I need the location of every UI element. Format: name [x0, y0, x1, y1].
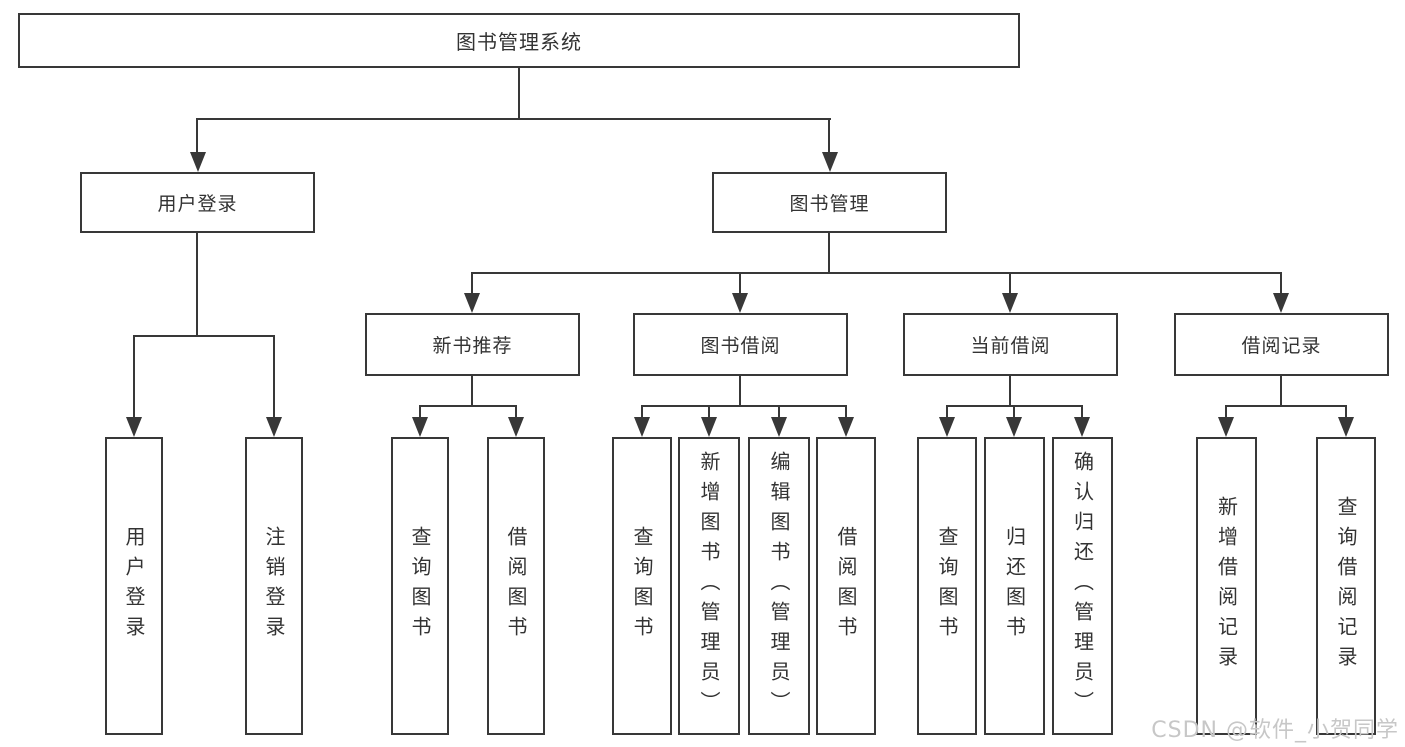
connector-line — [419, 405, 421, 421]
connector-line — [273, 335, 275, 421]
connector-line — [739, 272, 741, 297]
node-new-book-recommendation: 新书推荐 — [365, 313, 580, 376]
connector-line — [845, 405, 847, 421]
arrow-down-icon — [1006, 417, 1022, 437]
connector-line — [641, 405, 643, 421]
arrow-down-icon — [1074, 417, 1090, 437]
arrow-down-icon — [1273, 293, 1289, 313]
arrow-down-icon — [1338, 417, 1354, 437]
arrow-down-icon — [266, 417, 282, 437]
leaf-add-book-admin: 新增图书（管理员） — [678, 437, 740, 735]
arrow-down-icon — [412, 417, 428, 437]
leaf-label: 查询借阅记录 — [1334, 496, 1358, 676]
connector-line — [1280, 272, 1282, 297]
connector-line — [471, 272, 473, 297]
leaf-add-borrow-record: 新增借阅记录 — [1196, 437, 1257, 735]
leaf-label: 归还图书 — [1002, 526, 1027, 646]
leaf-label: 查询图书 — [935, 526, 959, 646]
leaf-return-books: 归还图书 — [984, 437, 1045, 735]
connector-line — [1009, 376, 1011, 407]
arrow-down-icon — [1218, 417, 1234, 437]
csdn-watermark: CSDN @软件_小贺同学 — [1151, 718, 1399, 743]
node-current-borrowing: 当前借阅 — [903, 313, 1118, 376]
leaf-query-books-1: 查询图书 — [391, 437, 449, 735]
connector-line — [518, 68, 520, 119]
leaf-label: 新增借阅记录 — [1214, 496, 1239, 676]
leaf-confirm-return-admin: 确认归还（管理员） — [1052, 437, 1113, 735]
leaf-query-books-3: 查询图书 — [917, 437, 977, 735]
leaf-label: 借阅图书 — [834, 526, 858, 646]
arrow-down-icon — [939, 417, 955, 437]
node-user-login: 用户登录 — [80, 172, 315, 233]
node-label: 新书推荐 — [432, 335, 513, 357]
connector-line — [196, 118, 831, 120]
arrow-down-icon — [732, 293, 748, 313]
leaf-query-books-2: 查询图书 — [612, 437, 672, 735]
connector-line — [708, 405, 710, 421]
connector-line — [828, 233, 830, 272]
arrow-down-icon — [838, 417, 854, 437]
connector-line — [471, 272, 1282, 274]
connector-line — [196, 118, 198, 156]
node-label: 图书借阅 — [700, 335, 781, 357]
arrow-down-icon — [464, 293, 480, 313]
node-label: 图书管理系统 — [456, 30, 582, 54]
node-label: 图书管理 — [789, 193, 870, 215]
leaf-label: 编辑图书（管理员） — [767, 451, 791, 721]
connector-line — [641, 405, 847, 407]
arrow-down-icon — [190, 152, 206, 172]
leaf-logout: 注销登录 — [245, 437, 303, 735]
leaf-label: 查询图书 — [408, 526, 432, 646]
node-label: 用户登录 — [157, 193, 238, 215]
arrow-down-icon — [508, 417, 524, 437]
leaf-label: 用户登录 — [122, 526, 146, 646]
leaf-label: 确认归还（管理员） — [1070, 451, 1095, 721]
leaf-borrow-books-2: 借阅图书 — [816, 437, 876, 735]
connector-line — [1081, 405, 1083, 421]
connector-line — [515, 405, 517, 421]
node-book-borrowing: 图书借阅 — [633, 313, 848, 376]
connector-line — [946, 405, 948, 421]
connector-line — [1225, 405, 1227, 421]
leaf-query-borrow-record: 查询借阅记录 — [1316, 437, 1376, 735]
connector-line — [739, 376, 741, 407]
arrow-down-icon — [634, 417, 650, 437]
connector-line — [1013, 405, 1015, 421]
leaf-label: 借阅图书 — [504, 526, 528, 646]
connector-line — [1009, 272, 1011, 297]
node-borrowing-records: 借阅记录 — [1174, 313, 1389, 376]
connector-line — [1225, 405, 1347, 407]
node-book-management: 图书管理 — [712, 172, 947, 233]
leaf-user-login: 用户登录 — [105, 437, 163, 735]
arrow-down-icon — [126, 417, 142, 437]
connector-line — [778, 405, 780, 421]
arrow-down-icon — [701, 417, 717, 437]
connector-line — [1280, 376, 1282, 407]
leaf-label: 新增图书（管理员） — [697, 451, 721, 721]
connector-line — [1345, 405, 1347, 421]
arrow-down-icon — [771, 417, 787, 437]
connector-line — [196, 233, 198, 335]
node-label: 借阅记录 — [1241, 335, 1322, 357]
connector-line — [133, 335, 275, 337]
connector-line — [133, 335, 135, 421]
connector-line — [419, 405, 517, 407]
connector-line — [471, 376, 473, 407]
leaf-borrow-books-1: 借阅图书 — [487, 437, 545, 735]
leaf-label: 查询图书 — [630, 526, 654, 646]
leaf-edit-book-admin: 编辑图书（管理员） — [748, 437, 810, 735]
arrow-down-icon — [1002, 293, 1018, 313]
node-library-management-system: 图书管理系统 — [18, 13, 1020, 68]
node-label: 当前借阅 — [970, 335, 1051, 357]
arrow-down-icon — [822, 152, 838, 172]
connector-line — [828, 118, 830, 156]
leaf-label: 注销登录 — [262, 526, 286, 646]
